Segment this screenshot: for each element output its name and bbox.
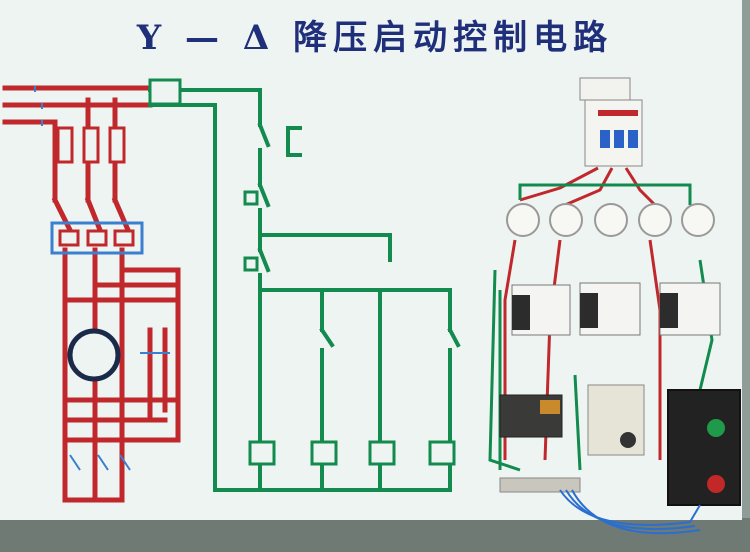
stop-button-icon <box>707 475 725 493</box>
switch-marks <box>34 86 170 471</box>
control-circuit <box>148 88 461 492</box>
contactors <box>511 282 721 336</box>
fuse-holders <box>506 203 715 237</box>
board-title: Y — Δ 降压启动控制电路 <box>136 18 614 58</box>
thermal-relay-box <box>50 221 144 255</box>
fuses <box>56 126 126 164</box>
thermal-relay-elements <box>58 229 135 247</box>
motor-symbol <box>67 328 121 382</box>
terminal-strip <box>499 477 581 493</box>
floor <box>0 518 750 552</box>
start-button-icon <box>707 419 725 437</box>
blue-cables <box>559 489 701 535</box>
circuit-breaker <box>579 77 643 167</box>
contactor-coils <box>148 78 456 466</box>
push-button-box <box>667 389 741 506</box>
time-relay <box>587 384 645 456</box>
relay-dial <box>540 400 560 414</box>
